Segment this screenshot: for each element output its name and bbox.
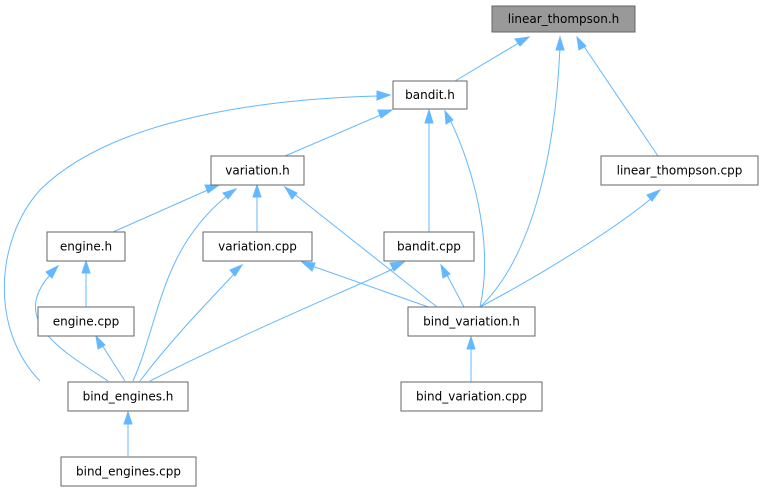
node-label: bind_variation.h [423, 315, 520, 329]
edge-bind-engines-h-to-variation-cpp [139, 263, 244, 382]
node-bind-engines-h[interactable]: bind_engines.h [67, 381, 189, 412]
node-label: bind_variation.cpp [416, 390, 527, 404]
node-variation-cpp[interactable]: variation.cpp [202, 231, 313, 262]
node-engine-h[interactable]: engine.h [46, 231, 126, 262]
node-label: linear_thompson.h [508, 12, 620, 26]
edge-bind-engines-cpp-to-bind-engines-h [123, 410, 133, 456]
edge-bind-engines-h-to-bandit-h [3, 90, 392, 382]
node-label: bandit.h [405, 88, 455, 102]
node-bind-variation-cpp[interactable]: bind_variation.cpp [400, 381, 543, 412]
edge-variation-h-to-bandit-h [284, 109, 394, 157]
edge-bind-variation-h-to-variation-h [283, 185, 438, 308]
node-bind-variation-h[interactable]: bind_variation.h [407, 306, 536, 337]
node-label: linear_thompson.cpp [617, 164, 743, 178]
edge-bind-engines-h-to-bandit-cpp [149, 261, 406, 382]
node-bind-engines-cpp[interactable]: bind_engines.cpp [60, 456, 197, 487]
node-linear-thompson-cpp[interactable]: linear_thompson.cpp [600, 155, 759, 186]
node-variation-h[interactable]: variation.h [210, 155, 305, 186]
edge-bind-variation-cpp-to-bind-variation-h [466, 335, 476, 382]
node-linear-thompson-h[interactable]: linear_thompson.h [491, 5, 636, 33]
edge-bind-variation-h-to-bandit-cpp [440, 263, 465, 308]
edge-engine-cpp-to-engine-h [81, 259, 91, 307]
node-label: engine.h [60, 240, 112, 254]
edge-engine-h-to-variation-h [112, 184, 221, 233]
node-label: bind_engines.h [83, 390, 174, 404]
edge-variation-cpp-to-variation-h [252, 183, 262, 232]
edge-bind-variation-h-to-linear-thompson-h [479, 35, 565, 308]
node-label: variation.cpp [218, 240, 297, 254]
node-bandit-h[interactable]: bandit.h [392, 80, 468, 110]
node-label: bandit.cpp [397, 240, 461, 254]
edge-bandit-cpp-to-bandit-h [424, 108, 434, 232]
node-label: bind_engines.cpp [76, 465, 181, 479]
edge-bind-variation-h-to-variation-cpp [300, 261, 438, 311]
edge-bandit-h-to-linear-thompson-h [454, 36, 531, 82]
edge-bind-variation-h-to-bandit-h [444, 109, 486, 308]
node-bandit-cpp[interactable]: bandit.cpp [383, 231, 475, 262]
node-label: variation.h [225, 164, 289, 178]
edge-bind-engines-h-to-variation-h [132, 188, 238, 382]
node-engine-cpp[interactable]: engine.cpp [37, 306, 135, 337]
edge-linear-thompson-cpp-to-linear-thompson-h [576, 35, 659, 157]
node-label: engine.cpp [53, 315, 120, 329]
edge-bind-engines-h-to-engine-cpp [95, 334, 126, 382]
edge-bind-variation-h-to-linear-thompson-cpp [479, 188, 662, 308]
